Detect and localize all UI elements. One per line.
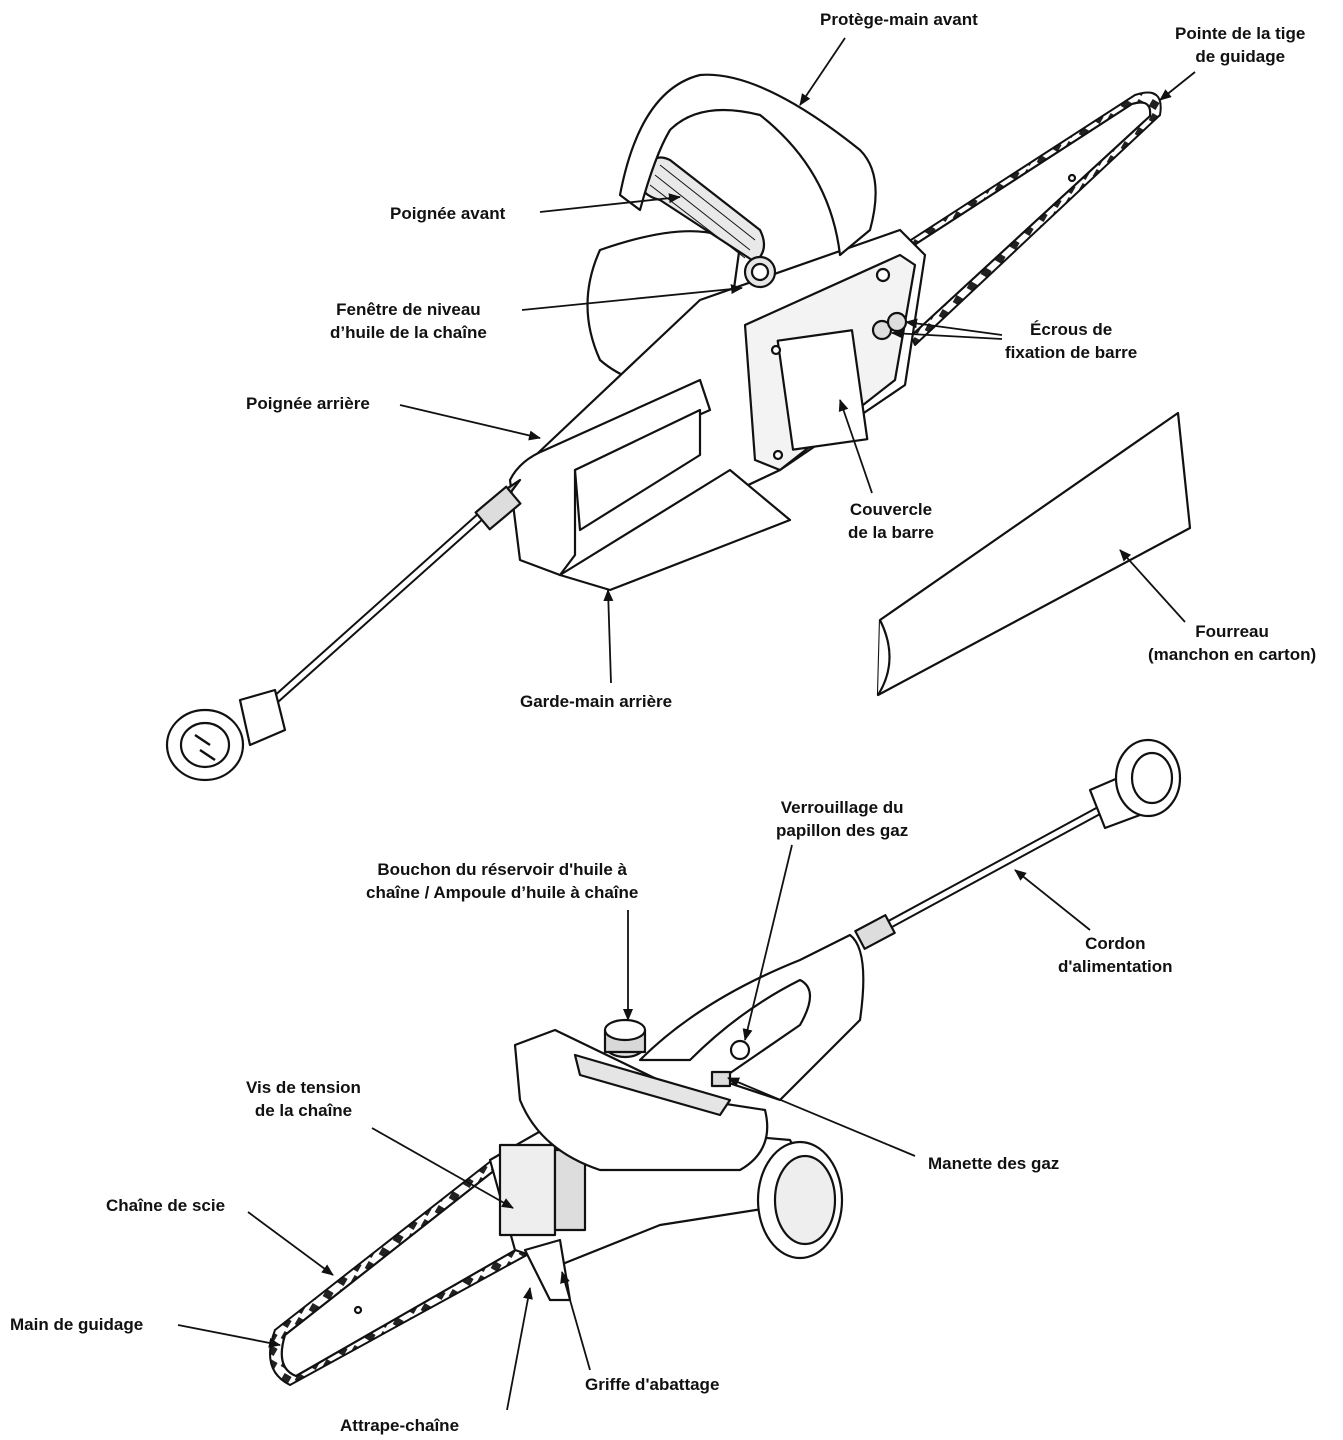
label-scabbard-line1: Fourreau [1195, 622, 1269, 641]
leader-front-handle [539, 193, 681, 213]
leader-throttle-lock [742, 844, 793, 1041]
leader-chain-catcher [506, 1287, 533, 1411]
label-oil-window: Fenêtre de niveau d’huile de la chaîne [330, 298, 487, 344]
label-rear-hand-guard: Garde-main arrière [520, 690, 672, 713]
label-bar-tip: Pointe de la tige de guidage [1175, 22, 1305, 68]
label-bar-nuts-line1: Écrous de [1030, 320, 1113, 339]
label-power-cord-line2: d'alimentation [1058, 957, 1173, 976]
label-oil-window-line1: Fenêtre de niveau [336, 300, 481, 319]
label-throttle-trigger: Manette des gaz [928, 1152, 1059, 1175]
leader-saw-chain [247, 1211, 334, 1276]
leader-bar-tip [1159, 71, 1196, 101]
bottom-chainsaw-drawing [269, 738, 1182, 1386]
label-throttle-trigger-text: Manette des gaz [928, 1154, 1060, 1173]
top-rear-guard [558, 468, 792, 592]
label-chain-catcher-text: Attrape-chaîne [340, 1416, 460, 1435]
bottom-rear-handle [638, 933, 865, 1102]
label-rear-handle-text: Poignée arrière [246, 394, 370, 413]
leader-bar-nut-1 [905, 318, 1003, 336]
top-power-cord [165, 478, 522, 782]
label-oil-cap: Bouchon du réservoir d'huile à chaîne / … [366, 858, 638, 904]
label-bar-cover-line2: de la barre [848, 523, 934, 542]
top-front-guard [618, 73, 877, 257]
label-front-handle: Poignée avant [390, 202, 505, 225]
label-guide-bar-text: Main de guidage [10, 1315, 144, 1334]
label-bar-tip-line1: Pointe de la tige [1175, 24, 1306, 43]
leader-power-cord [1014, 869, 1091, 931]
label-scabbard-line2: (manchon en carton) [1148, 645, 1317, 664]
leader-tension-screw [371, 1127, 514, 1209]
leader-rear-handle [399, 404, 541, 441]
top-chainsaw-drawing [165, 73, 1162, 782]
label-scabbard: Fourreau (manchon en carton) [1148, 620, 1316, 666]
label-oil-cap-line2: chaîne / Ampoule d’huile à chaîne [366, 883, 639, 902]
label-bar-nuts-line2: fixation de barre [1005, 343, 1138, 362]
leader-rear-hand-guard [603, 589, 614, 684]
label-rear-handle: Poignée arrière [246, 392, 370, 415]
label-front-hand-guard-text: Protège-main avant [820, 10, 978, 29]
leader-front-hand-guard [799, 37, 846, 106]
top-guide-bar [879, 91, 1162, 346]
label-front-handle-text: Poignée avant [390, 204, 506, 223]
label-bucking-spike: Griffe d'abattage [585, 1373, 719, 1396]
label-saw-chain-text: Chaîne de scie [106, 1196, 226, 1215]
label-tension-screw-line1: Vis de tension [246, 1078, 361, 1097]
leader-bar-nut-2 [891, 328, 1003, 340]
leader-bar-cover [838, 399, 873, 494]
scabbard [876, 411, 1192, 697]
label-throttle-lock: Verrouillage du papillon des gaz [776, 796, 908, 842]
leader-guide-bar [177, 1324, 281, 1348]
leader-lines [177, 37, 1196, 1411]
label-front-hand-guard: Protège-main avant [820, 8, 978, 31]
label-bucking-spike-text: Griffe d'abattage [585, 1375, 720, 1394]
bottom-guide-bar [269, 1149, 546, 1386]
label-power-cord-line1: Cordon [1085, 934, 1146, 953]
bottom-power-cord [854, 738, 1182, 950]
leader-oil-window [521, 284, 743, 311]
label-bar-cover: Couvercle de la barre [848, 498, 934, 544]
label-rear-hand-guard-text: Garde-main arrière [520, 692, 673, 711]
label-guide-bar: Main de guidage [10, 1313, 143, 1336]
label-bar-tip-line2: de guidage [1195, 47, 1286, 66]
label-oil-cap-line1: Bouchon du réservoir d'huile à [377, 860, 627, 879]
label-power-cord: Cordon d'alimentation [1058, 932, 1173, 978]
leader-scabbard [1119, 549, 1186, 623]
label-bar-nuts: Écrous de fixation de barre [1005, 318, 1137, 364]
label-throttle-lock-line2: papillon des gaz [776, 821, 909, 840]
label-chain-catcher: Attrape-chaîne [340, 1414, 459, 1437]
label-saw-chain: Chaîne de scie [106, 1194, 225, 1217]
label-oil-window-line2: d’huile de la chaîne [330, 323, 487, 342]
leader-throttle-trigger [727, 1077, 916, 1157]
label-tension-screw: Vis de tension de la chaîne [246, 1076, 361, 1122]
leader-bucking-spike [560, 1271, 591, 1371]
label-bar-cover-line1: Couvercle [849, 500, 933, 519]
label-throttle-lock-line1: Verrouillage du [780, 798, 904, 817]
label-tension-screw-line2: de la chaîne [254, 1101, 353, 1120]
